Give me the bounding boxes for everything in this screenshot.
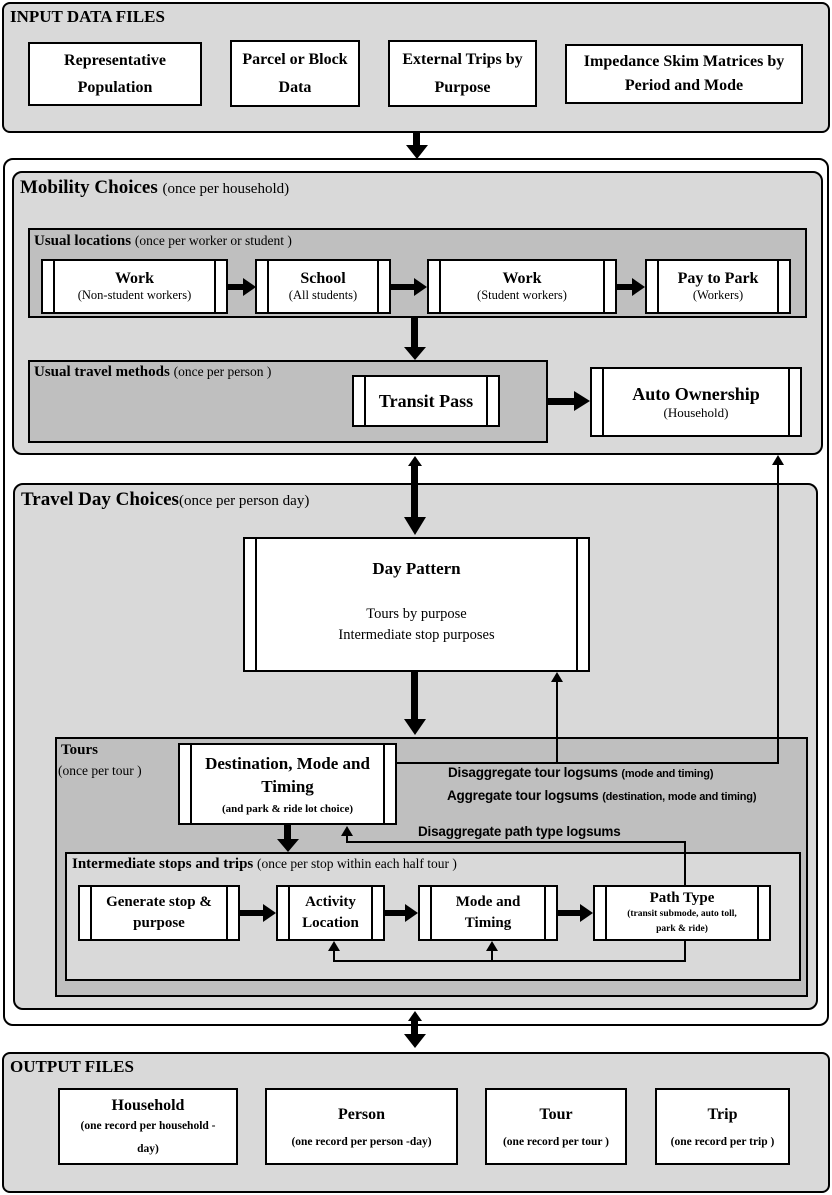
tour-logsums-line-to-auto-ownership — [777, 464, 779, 764]
path-logsums-line-horizontal — [346, 841, 686, 843]
tours-title: Tours — [61, 742, 98, 758]
box-work-non-student: Work (Non-student workers) — [41, 259, 228, 314]
box-transit-pass: Transit Pass — [352, 375, 500, 427]
intermediate-subtitle: (once per stop within each half tour ) — [257, 856, 457, 871]
trip-feedback-line-down — [684, 941, 686, 962]
label-aggregate-tour-logsums: Aggregate tour logsums (destination, mod… — [447, 788, 757, 803]
path-logsums-line-vertical — [684, 841, 686, 887]
box-destination-mode-timing: Destination, Mode and Timing (and park &… — [178, 743, 397, 825]
usual-travel-title: Usual travel methods (once per person ) — [34, 364, 272, 380]
box-work-student: Work (Student workers) — [427, 259, 617, 314]
box-mode-and-timing: Mode and Timing — [418, 885, 558, 941]
arrowhead-up-destination — [341, 826, 353, 836]
tours-subtitle: (once per tour ) — [58, 763, 142, 778]
tour-logsums-line-to-day-pattern — [556, 680, 558, 764]
input-section-title: INPUT DATA FILES — [10, 7, 165, 26]
box-impedance-skim-matrices: Impedance Skim Matrices by Period and Mo… — [565, 44, 803, 104]
trip-feedback-stub-activity — [333, 949, 335, 962]
box-pay-to-park: Pay to Park (Workers) — [645, 259, 791, 314]
arrowhead-up-mode-timing — [486, 941, 498, 951]
box-output-person: Person (one record per person -day) — [265, 1088, 458, 1165]
mobility-section-subtitle: (once per household) — [162, 181, 290, 197]
travel-day-section-title: Travel Day Choices(once per person day) — [21, 489, 310, 510]
trip-feedback-line-horizontal — [334, 960, 686, 962]
box-school: School (All students) — [255, 259, 391, 314]
arrowhead-up-day-pattern — [551, 672, 563, 682]
box-output-tour: Tour (one record per tour ) — [485, 1088, 627, 1165]
usual-travel-subtitle: (once per person ) — [173, 364, 272, 379]
usual-locations-title: Usual locations (once per worker or stud… — [34, 233, 292, 249]
usual-locations-subtitle: (once per worker or student ) — [134, 233, 292, 248]
box-generate-stop-purpose: Generate stop & purpose — [78, 885, 240, 941]
path-logsums-stub — [346, 834, 348, 842]
mobility-section-title: Mobility Choices (once per household) — [20, 177, 290, 198]
box-path-type: Path Type (transit submode, auto toll, p… — [593, 885, 771, 941]
arrowhead-up-activity-location — [328, 941, 340, 951]
tour-logsums-line-horizontal — [397, 762, 779, 764]
box-auto-ownership: Auto Ownership (Household) — [590, 367, 802, 437]
intermediate-title: Intermediate stops and trips (once per s… — [72, 856, 457, 872]
label-disaggregate-tour-logsums: Disaggregate tour logsums (mode and timi… — [448, 765, 714, 780]
box-day-pattern: Day Pattern Tours by purpose Intermediat… — [243, 537, 590, 672]
output-section-title: OUTPUT FILES — [10, 1057, 134, 1076]
box-external-trips: External Trips by Purpose — [388, 40, 537, 107]
arrowhead-up-auto-ownership — [772, 455, 784, 465]
box-parcel-block-data: Parcel or Block Data — [230, 40, 360, 107]
travel-day-section-subtitle: (once per person day) — [178, 493, 310, 509]
label-disaggregate-path-type-logsums: Disaggregate path type logsums — [418, 824, 621, 839]
box-activity-location: Activity Location — [276, 885, 385, 941]
box-representative-population: Representative Population — [28, 42, 202, 106]
trip-feedback-stub-mode — [491, 949, 493, 962]
box-output-trip: Trip (one record per trip ) — [655, 1088, 790, 1165]
box-output-household: Household (one record per household - da… — [58, 1088, 238, 1165]
